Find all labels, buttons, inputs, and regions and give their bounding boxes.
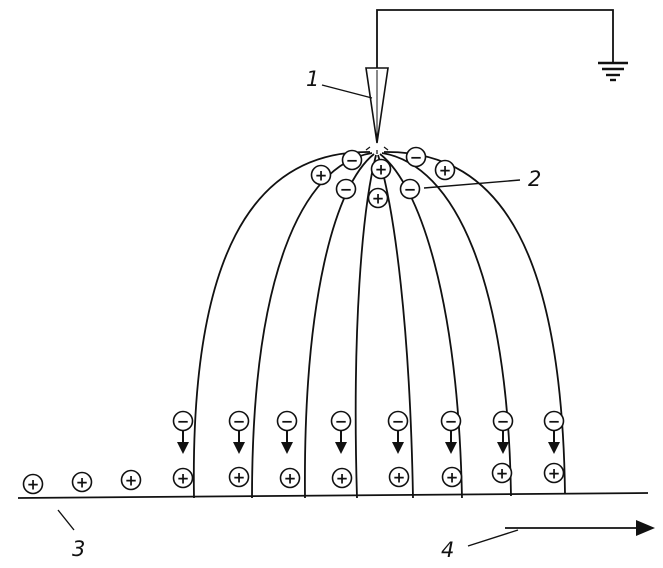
cloud-ion-8-sign: + xyxy=(439,162,452,180)
surface-charge-10: + xyxy=(493,464,512,483)
negative-ion-4-sign: − xyxy=(335,413,348,431)
arrow-down-icon xyxy=(233,431,245,454)
surface-charge-7: + xyxy=(333,469,352,488)
cloud-ion-5: + xyxy=(369,189,388,208)
surface-charge-1-sign: + xyxy=(27,476,40,494)
negative-ion-8-sign: − xyxy=(548,413,561,431)
cloud-ion-4: + xyxy=(372,160,391,179)
surface-charge-11: + xyxy=(545,464,564,483)
surface-charge-4-sign: + xyxy=(177,470,190,488)
falling-ion-6: − xyxy=(442,412,461,455)
cloud-ion-1-sign: + xyxy=(315,167,328,185)
arrow-down-icon xyxy=(281,431,293,454)
arrow-down-icon xyxy=(548,431,560,454)
negative-ion-6: − xyxy=(442,412,461,431)
negative-ion-4: − xyxy=(332,412,351,431)
surface-charge-6-sign: + xyxy=(284,470,297,488)
surface-charge-1: + xyxy=(24,475,43,494)
falling-ion-2: − xyxy=(230,412,249,455)
surface-charge-5-sign: + xyxy=(233,469,246,487)
needle-electrode-icon xyxy=(366,68,388,154)
cloud-ion-2: − xyxy=(343,151,362,170)
arrow-down-icon xyxy=(335,431,347,454)
negative-ion-5-sign: − xyxy=(392,413,405,431)
negative-ion-1: − xyxy=(174,412,193,431)
surface-charge-3: + xyxy=(122,471,141,490)
label-needle: 1 xyxy=(306,67,319,91)
falling-ion-8: − xyxy=(545,412,564,455)
leader-line-2 xyxy=(424,180,520,188)
arrow-down-icon xyxy=(445,431,457,454)
surface-charge-4: + xyxy=(174,469,193,488)
label-ions: 2 xyxy=(528,167,541,191)
field-line-2 xyxy=(252,153,372,498)
cloud-ion-6: − xyxy=(407,148,426,167)
cloud-ion-3: − xyxy=(337,180,356,199)
negative-ion-6-sign: − xyxy=(445,413,458,431)
negative-ion-5: − xyxy=(389,412,408,431)
arrow-down-icon xyxy=(392,431,404,454)
cloud-ion-8: + xyxy=(436,161,455,180)
falling-ion-3: − xyxy=(278,412,297,455)
surface-charge-5: + xyxy=(230,468,249,487)
leader-line-3 xyxy=(58,510,74,530)
leader-line-4 xyxy=(468,530,518,546)
negative-ion-2: − xyxy=(230,412,249,431)
cloud-ion-6-sign: − xyxy=(410,149,423,167)
cloud-ion-1: + xyxy=(312,166,331,185)
negative-ion-2-sign: − xyxy=(233,413,246,431)
falling-ion-5: − xyxy=(389,412,408,455)
falling-ion-1: − xyxy=(174,412,193,455)
surface-charge-2-sign: + xyxy=(76,474,89,492)
surface-charge-7-sign: + xyxy=(336,470,349,488)
arrow-down-icon xyxy=(177,431,189,454)
cloud-ion-3-sign: − xyxy=(340,181,353,199)
leader-line-1 xyxy=(322,85,372,98)
ground-wire xyxy=(377,10,613,68)
surface-charge-10-sign: + xyxy=(496,465,509,483)
surface-charge-11-sign: + xyxy=(548,465,561,483)
label-motion: 4 xyxy=(441,538,454,562)
surface-charges: + + + + + + + + + + + xyxy=(24,464,564,494)
negative-ion-8: − xyxy=(545,412,564,431)
cloud-ion-2-sign: − xyxy=(346,152,359,170)
surface-charge-2: + xyxy=(73,473,92,492)
surface-charge-6: + xyxy=(281,469,300,488)
cloud-ion-7: − xyxy=(401,180,420,199)
surface-charge-8-sign: + xyxy=(393,469,406,487)
substrate-surface xyxy=(18,493,648,498)
ground-symbol-icon xyxy=(598,63,628,80)
surface-charge-3-sign: + xyxy=(125,472,138,490)
motion-arrow xyxy=(505,520,655,536)
falling-ion-4: − xyxy=(332,412,351,455)
negative-ion-7: − xyxy=(494,412,513,431)
falling-ions: −−−−−−−− xyxy=(174,412,564,455)
arrow-down-icon xyxy=(497,431,509,454)
surface-charge-9: + xyxy=(443,468,462,487)
negative-ion-1-sign: − xyxy=(177,413,190,431)
negative-ion-7-sign: − xyxy=(497,413,510,431)
cloud-ion-5-sign: + xyxy=(372,190,385,208)
cloud-ion-4-sign: + xyxy=(375,161,388,179)
label-surface: 3 xyxy=(72,537,85,561)
negative-ion-3: − xyxy=(278,412,297,431)
surface-charge-9-sign: + xyxy=(446,469,459,487)
surface-charge-8: + xyxy=(390,468,409,487)
ground-circuit xyxy=(377,10,628,80)
cloud-ion-7-sign: − xyxy=(404,181,417,199)
negative-ion-3-sign: − xyxy=(281,413,294,431)
